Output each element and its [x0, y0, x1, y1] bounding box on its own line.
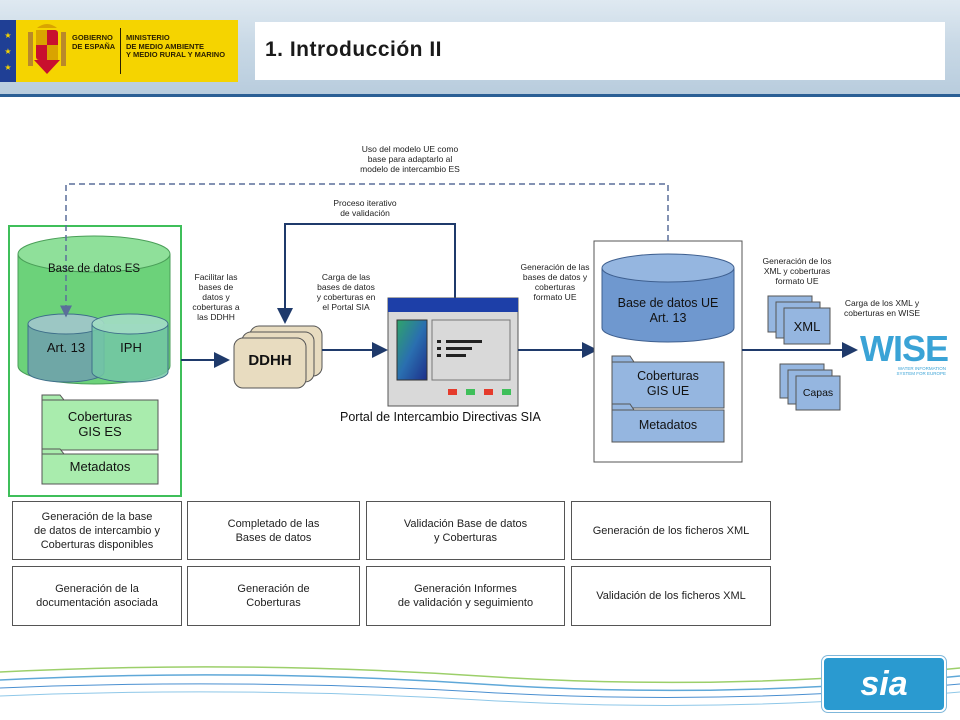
task-box-3: Validación Base de datos y Coberturas: [366, 501, 565, 560]
ue-db-title: Base de datos UE Art. 13: [617, 296, 719, 325]
art13-label: Art. 13: [46, 340, 86, 355]
ue-metadatos-folder: [611, 403, 725, 443]
ue-coberturas-label: Coberturas GIS UE: [637, 369, 699, 398]
uso-modelo-note: Uso del modelo UE como base para adaptar…: [360, 144, 460, 174]
task-box-1: Generación de la base de datos de interc…: [12, 501, 182, 560]
arrow-ue-model-dashed: [60, 183, 669, 318]
task-box-2: Completado de las Bases de datos: [187, 501, 360, 560]
wise-logo: WISE: [860, 328, 949, 369]
ddhh-label: DDHH: [248, 352, 292, 369]
iph-label: IPH: [120, 340, 142, 355]
capas-label: Capas: [802, 387, 834, 399]
iph-cylinder: [91, 313, 169, 383]
task-box-5: Generación de la documentación asociada: [12, 566, 182, 626]
xml-label: XML: [793, 319, 821, 334]
ue-metadatos-label: Metadatos: [638, 418, 698, 432]
header-divider: [0, 94, 960, 97]
svg-text:★: ★: [4, 63, 11, 72]
es-metadatos-label: Metadatos: [69, 459, 131, 474]
capas-folder-stack: [779, 363, 841, 411]
es-metadatos-folder: [41, 448, 159, 485]
eu-flag-strip: ★ ★ ★: [0, 20, 16, 82]
arrow-iterative-validation: [277, 223, 456, 324]
ue-database-cylinder: [601, 253, 735, 343]
sia-logo: sia: [822, 656, 946, 712]
ministry-label: MINISTERIO DE MEDIO AMBIENTE Y MEDIO RUR…: [126, 33, 226, 59]
proceso-iterativo-note: Proceso iterativo de validación: [333, 198, 397, 218]
coat-of-arms-icon: [28, 24, 66, 74]
carga-portal-note: Carga de las bases de datos y coberturas…: [316, 272, 376, 312]
gov-label: GOBIERNO DE ESPAÑA: [72, 33, 116, 51]
generacion-bases-note: Generación de las bases de datos y cober…: [520, 262, 590, 302]
ue-coberturas-folder: [611, 355, 725, 409]
xml-folder-stack: [767, 295, 831, 345]
carga-wise-note: Carga de los XML y coberturas en WISE: [843, 298, 921, 318]
svg-text:★: ★: [4, 31, 11, 40]
government-logo-block: GOBIERNO DE ESPAÑA MINISTERIO DE MEDIO A…: [16, 20, 238, 82]
portal-caption: Portal de Intercambio Directivas SIA: [340, 410, 541, 424]
portal-window: [387, 297, 519, 407]
svg-text:★: ★: [4, 47, 11, 56]
es-coberturas-label: Coberturas GIS ES: [67, 409, 133, 439]
facilitar-note: Facilitar las bases de datos y cobertura…: [192, 272, 240, 322]
task-box-7: Generación Informes de validación y segu…: [366, 566, 565, 626]
es-db-title: Base de datos ES: [47, 263, 141, 275]
task-box-8: Validación de los ficheros XML: [571, 566, 771, 626]
footer-waves: [0, 666, 960, 706]
task-box-4: Generación de los ficheros XML: [571, 501, 771, 560]
wise-tagline: WATER INFORMATION SYSTEM FOR EUROPE: [896, 366, 946, 376]
eu-stars-icon: ★ ★ ★: [4, 31, 11, 72]
page-title: 1. Introducción II: [265, 38, 443, 61]
generacion-xml-note: Generación de los XML y coberturas forma…: [762, 256, 832, 286]
task-box-6: Generación de Coberturas: [187, 566, 360, 626]
ddhh-stack: [233, 325, 323, 389]
title-box: [255, 22, 945, 80]
es-coberturas-folder: [41, 394, 159, 451]
logo-divider: [120, 28, 121, 74]
